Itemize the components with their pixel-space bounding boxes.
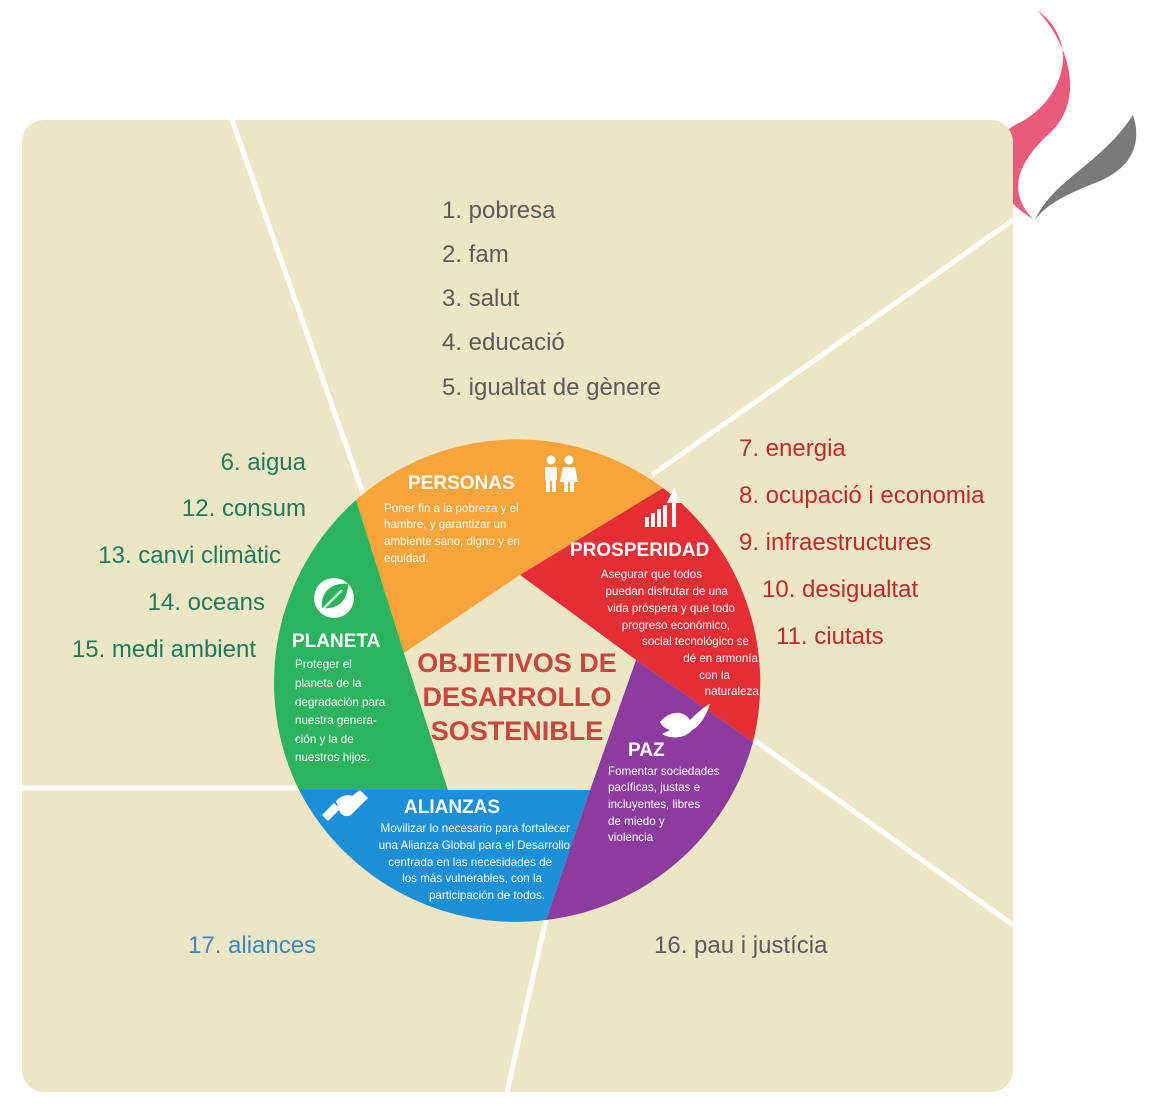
alianzas-text-3: centrada en las necesidades de bbox=[388, 856, 552, 869]
personas-text-2: hambre, y garantizar un bbox=[384, 518, 506, 531]
planeta-text-6: nuestros hijos. bbox=[295, 751, 370, 764]
segment-personas bbox=[356, 439, 663, 653]
prosperidad-text-8: naturaleza. bbox=[705, 685, 762, 698]
paz-text-5: violencia bbox=[608, 831, 654, 844]
handshake-icon bbox=[322, 790, 368, 821]
wheel-title-line-1: OBJETIVOS DE bbox=[417, 648, 617, 678]
goal-7: 7. energia bbox=[739, 435, 846, 462]
goal-6: 6. aigua bbox=[220, 449, 306, 476]
personas-text-3: ambiente sano, digno y en bbox=[384, 535, 520, 548]
goal-1: 1. pobresa bbox=[442, 197, 556, 224]
wheel-center bbox=[404, 575, 636, 790]
alianzas-text-5: participación de todos. bbox=[429, 889, 545, 902]
wheel-title-line-3: SOSTENIBLE bbox=[431, 716, 604, 746]
personas-title: PERSONAS bbox=[408, 473, 515, 494]
alianzas-title: ALIANZAS bbox=[404, 797, 500, 818]
goal-2: 2. fam bbox=[442, 241, 509, 268]
planeta-text-4: nuestra genera- bbox=[295, 714, 377, 727]
goal-3: 3. salut bbox=[442, 285, 520, 312]
segment-prosperidad bbox=[520, 488, 761, 742]
alianzas-text-1: Movilizar lo necesario para fortalecer bbox=[381, 822, 571, 835]
planeta-text-1: Proteger el bbox=[295, 658, 352, 671]
logo-gray-flame bbox=[1035, 115, 1137, 220]
planeta-text-2: planeta de la bbox=[295, 677, 362, 690]
prosperidad-text-7: con la bbox=[699, 669, 730, 682]
segment-planeta bbox=[274, 500, 448, 790]
goal-12: 12. consum bbox=[181, 495, 306, 522]
paz-title: PAZ bbox=[628, 740, 665, 761]
growth-chart-icon bbox=[645, 488, 681, 527]
planeta-text-3: degradación para bbox=[295, 696, 386, 709]
personas-text-1: Poner fin a la pobreza y el bbox=[384, 502, 519, 515]
prosperidad-text-2: puedan disfrutar de una bbox=[606, 585, 729, 598]
personas-text-4: equidad. bbox=[384, 552, 428, 565]
paz-text-3: incluyentes, libres bbox=[608, 798, 700, 811]
dove-icon bbox=[660, 704, 710, 738]
board-divider-lines bbox=[22, 120, 1013, 1092]
people-icon bbox=[545, 455, 578, 492]
prosperidad-text-1: Asegurar que todos bbox=[601, 568, 702, 581]
leaf-icon bbox=[314, 578, 354, 618]
goal-17: 17. aliances bbox=[188, 932, 317, 959]
paz-text-1: Fomentar sociedades bbox=[608, 765, 720, 778]
paz-text-4: de miedo y bbox=[608, 815, 665, 828]
divider-line-bottom bbox=[504, 914, 550, 1092]
prosperidad-text-4: progreso económico, bbox=[622, 619, 730, 632]
divider-line-bottom-right bbox=[745, 732, 1013, 928]
alianzas-text-4: los más vulnerables, con la bbox=[402, 872, 542, 885]
prosperidad-text-3: vida próspera y que todo bbox=[607, 602, 735, 615]
goal-16: 16. pau i justícia bbox=[654, 932, 828, 959]
goal-14: 14. oceans bbox=[147, 589, 265, 616]
goal-10: 10. desigualtat bbox=[762, 576, 919, 603]
planeta-text-5: ción y la de bbox=[295, 733, 354, 746]
segment-alianzas bbox=[299, 790, 590, 922]
goal-5: 5. igualtat de gènere bbox=[442, 374, 661, 401]
paz-text-2: pacíficas, justas e bbox=[608, 781, 700, 794]
divider-line-top-right bbox=[650, 217, 1013, 478]
segment-paz bbox=[546, 660, 753, 920]
alianzas-text-2: una Alianza Global para el Desarrollo bbox=[379, 839, 570, 852]
prosperidad-text-6: dé en armonía bbox=[683, 652, 758, 665]
goal-11: 11. ciutats bbox=[776, 623, 884, 650]
goal-8: 8. ocupació i economia bbox=[739, 482, 985, 509]
divider-line-top-left bbox=[229, 120, 370, 506]
goal-9: 9. infraestructures bbox=[739, 529, 932, 556]
planeta-title: PLANETA bbox=[292, 631, 381, 652]
prosperidad-title: PROSPERIDAD bbox=[570, 540, 709, 561]
goal-15: 15. medi ambient bbox=[71, 636, 256, 663]
goal-4: 4. educació bbox=[442, 329, 565, 356]
prosperidad-text-5: social tecnológico se bbox=[642, 635, 749, 648]
goal-13: 13. canvi climàtic bbox=[98, 542, 281, 569]
wheel-title-line-2: DESARROLLO bbox=[423, 682, 612, 712]
